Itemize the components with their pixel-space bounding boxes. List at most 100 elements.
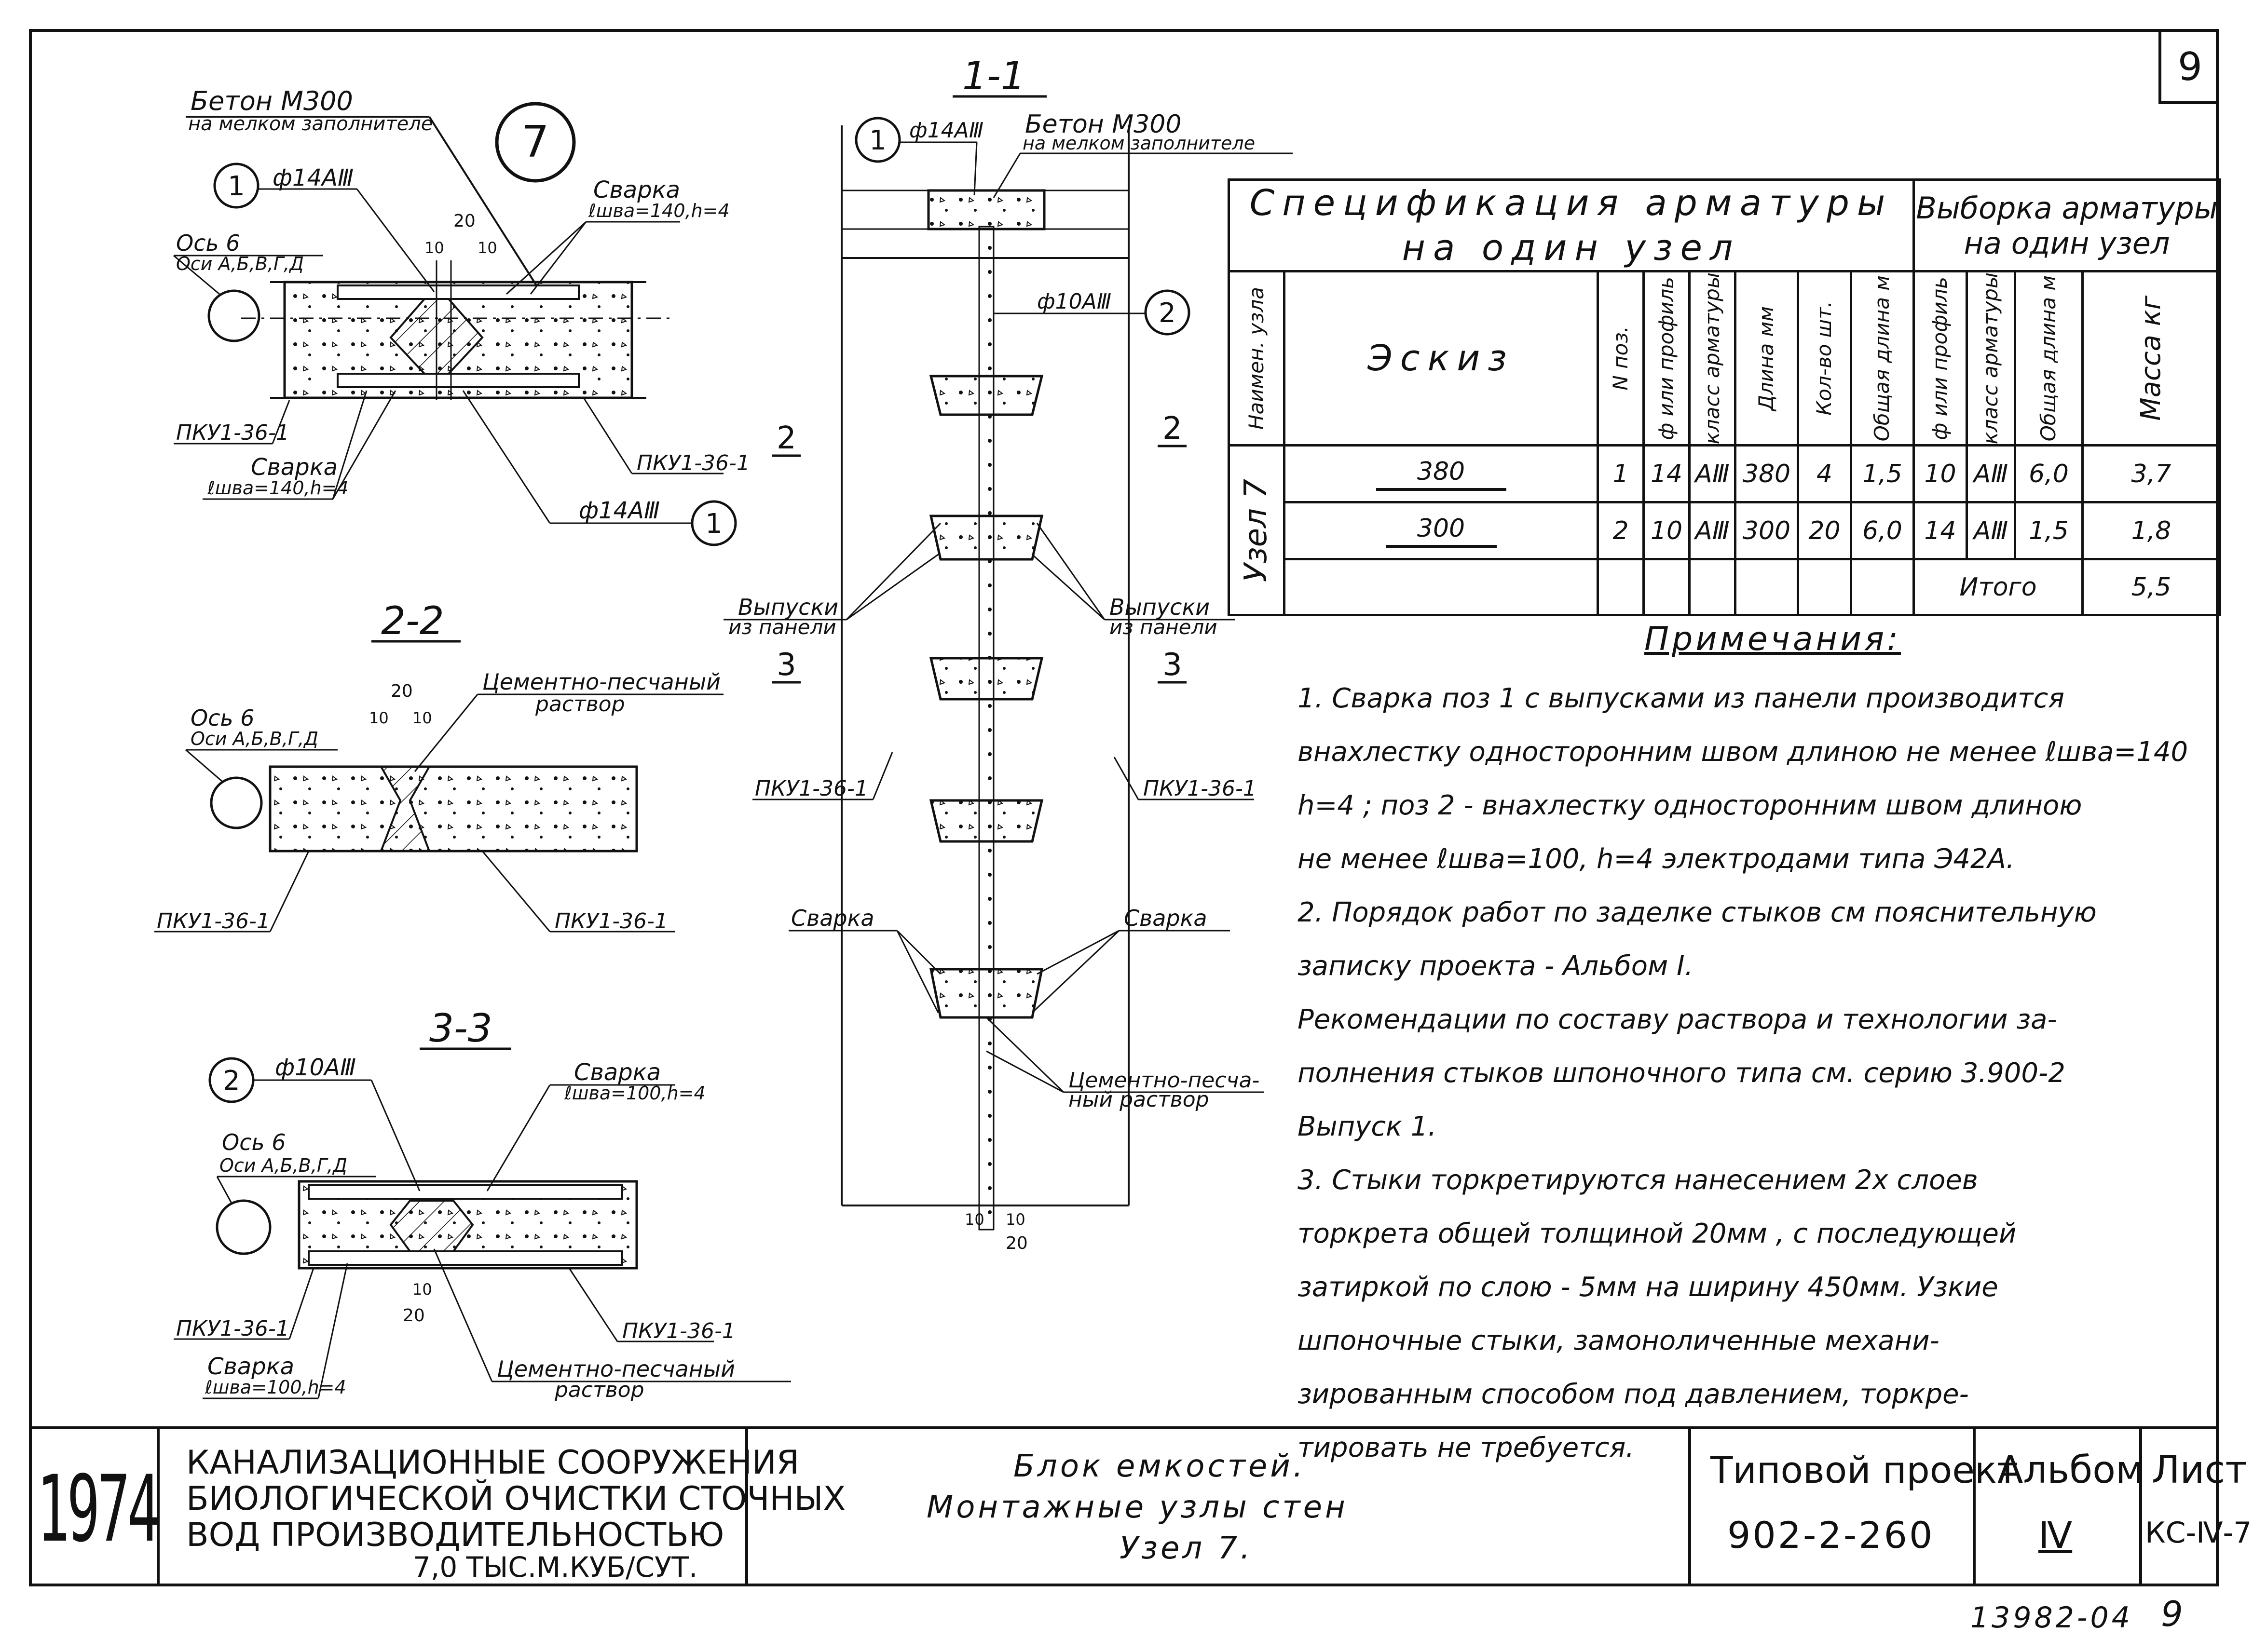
itogo-value: 5,5	[2081, 558, 2222, 617]
svg-text:20: 20	[453, 211, 476, 231]
col-node: Наимен. узла	[1244, 287, 1268, 430]
section-3-3: 3-3 Ось 6 Оси А,Б,В,Г,Д 2 ф10АⅢ Сварка ℓ…	[174, 1006, 791, 1402]
svg-text:Цементно-песчаный: Цементно-песчаный	[482, 669, 721, 695]
drawing-name: Узел 7.	[1120, 1530, 1253, 1566]
svg-text:ℓшва=100,h=4: ℓшва=100,h=4	[205, 1377, 346, 1398]
svg-text:Выпуски: Выпуски	[738, 594, 838, 620]
axis-label: Ось 6	[176, 230, 240, 256]
svg-text:1: 1	[228, 171, 245, 202]
svg-text:ф14АⅢ: ф14АⅢ	[909, 118, 983, 143]
note-line: записку проекта - Альбом Ⅰ.	[1297, 950, 1693, 982]
org-line: ВОД ПРОИЗВОДИТЕЛЬНОСТЬЮ	[186, 1516, 724, 1554]
svg-text:3: 3	[1162, 647, 1182, 683]
note-line: шпоночные стыки, замоноличенные механи-	[1297, 1325, 1939, 1356]
itogo-label: Итого	[1912, 558, 2084, 617]
svg-text:ПКУ1-36-1: ПКУ1-36-1	[622, 1319, 736, 1343]
svg-text:Сварка: Сварка	[791, 905, 874, 931]
note-line: тировать не требуется.	[1297, 1432, 1635, 1463]
table-row-total: Итого 5,5	[1229, 558, 2222, 617]
svg-text:10: 10	[965, 1210, 984, 1229]
section-1-1-title: 1-1	[962, 54, 1025, 98]
svg-text:2: 2	[777, 420, 796, 456]
svg-text:на мелком заполнителе: на мелком заполнителе	[1023, 133, 1255, 154]
svg-text:20: 20	[403, 1306, 425, 1326]
axes-label: Оси А,Б,В,Г,Д	[176, 253, 304, 274]
svg-text:Выпуски: Выпуски	[1109, 594, 1210, 620]
svg-text:3: 3	[777, 647, 796, 683]
note-line: зированным способом под давлением, торкр…	[1297, 1379, 1969, 1410]
drawing-name: Монтажные узлы стен	[927, 1490, 1348, 1525]
archive-code: 13982-04	[1970, 1601, 2133, 1635]
svg-text:Сварка: Сварка	[251, 454, 338, 481]
svg-text:10: 10	[412, 709, 432, 727]
note-line: h=4 ; поз 2 - внахлестку односторонним ш…	[1297, 790, 2082, 821]
section-3-3-title: 3-3	[429, 1006, 492, 1051]
svg-text:Цементно-песча-: Цементно-песча-	[1068, 1068, 1259, 1093]
note-line: Рекомендации по составу раствора и техно…	[1297, 1004, 2057, 1035]
svg-text:Ось 6: Ось 6	[222, 1129, 286, 1155]
title-block: 1974 КАНАЛИЗАЦИОННЫЕ СООРУЖЕНИЯ БИОЛОГИЧ…	[32, 1426, 2252, 1586]
note-line: 2. Порядок работ по заделке стыков см по…	[1297, 897, 2097, 928]
svg-text:ПКУ1-36-1: ПКУ1-36-1	[176, 1316, 289, 1341]
note-line: 3. Стыки торкретируются нанесением 2х сл…	[1297, 1165, 1978, 1196]
sheet-code: КС-Ⅳ-7	[2145, 1516, 2252, 1550]
svg-text:1: 1	[705, 508, 723, 540]
spec-table: Спецификация арматуры на один узел Выбор…	[1228, 178, 2222, 617]
sheet-number: 9	[2158, 32, 2219, 104]
svg-text:1: 1	[869, 125, 887, 156]
section-2-2-title: 2-2	[381, 598, 444, 643]
beton-label: Бетон М300	[191, 86, 353, 116]
album-number: Ⅳ	[2038, 1514, 2073, 1557]
svg-text:Оси А,Б,В,Г,Д: Оси А,Б,В,Г,Д	[191, 728, 318, 749]
sheet-label: Лист	[2152, 1449, 2247, 1492]
svg-text:Цементно-песчаный: Цементно-песчаный	[497, 1356, 735, 1382]
node-marker-circle	[495, 102, 576, 183]
note-line: не менее ℓшва=100, h=4 электродами типа …	[1297, 843, 2015, 875]
svg-text:Ось 6: Ось 6	[191, 705, 255, 731]
svg-text:Сварка: Сварка	[593, 176, 680, 203]
svg-text:ПКУ1-36-1: ПКУ1-36-1	[1143, 776, 1256, 801]
table-row: 300 2 10 АⅢ 300 20 6,0 14 АⅢ 1,5 1,8	[1229, 501, 2222, 561]
svg-text:ПКУ1-36-1: ПКУ1-36-1	[157, 909, 270, 934]
svg-text:20: 20	[391, 681, 413, 701]
svg-text:Сварка: Сварка	[1124, 905, 1207, 931]
org-line: КАНАЛИЗАЦИОННЫЕ СООРУЖЕНИЯ	[186, 1444, 800, 1482]
col-sketch: Эскиз	[1283, 270, 1599, 447]
node-marker-label: 7	[521, 117, 549, 167]
footer-page: 9	[2161, 1594, 2183, 1634]
svg-text:раствор: раствор	[535, 692, 625, 717]
album-label: Альбом	[1997, 1449, 2144, 1492]
note-line: Выпуск 1.	[1297, 1111, 1437, 1142]
org-line: БИОЛОГИЧЕСКОЙ ОЧИСТКИ СТОЧНЫХ	[186, 1480, 846, 1518]
project-number: 902-2-260	[1727, 1514, 1935, 1557]
drawing-name: Блок емкостей.	[1013, 1449, 1306, 1484]
section-2-2: 2-2 Ось 6 Оси А,Б,В,Г,Д 20 10 10 Цементн…	[154, 598, 724, 934]
drawing-frame	[29, 29, 2219, 1586]
svg-text:ный раствор: ный раствор	[1068, 1087, 1209, 1112]
svg-text:2: 2	[223, 1065, 240, 1097]
svg-text:2: 2	[1162, 411, 1182, 447]
svg-text:2: 2	[1159, 298, 1176, 329]
notes-heading: Примечания:	[1644, 620, 1901, 658]
spec-title: Спецификация арматуры на один узел	[1228, 178, 1915, 272]
svg-text:ℓшва=140,h=4: ℓшва=140,h=4	[588, 200, 730, 221]
svg-text:ф10АⅢ: ф10АⅢ	[1037, 289, 1111, 314]
notes: Примечания: 1. Сварка поз 1 с выпусками …	[1297, 612, 2209, 1475]
note-line: 1. Сварка поз 1 с выпусками из панели пр…	[1297, 683, 2064, 714]
detail-7-plan: 7 Бетон М300 на мелком заполнителе Ось 6…	[173, 86, 750, 546]
svg-text:ф10АⅢ: ф10АⅢ	[275, 1054, 356, 1081]
org-line: 7,0 ТЫС.М.КУБ/СУТ.	[413, 1551, 698, 1584]
svg-text:ПКУ1-36-1: ПКУ1-36-1	[755, 776, 868, 801]
svg-text:10: 10	[478, 239, 497, 257]
svg-text:10: 10	[369, 709, 389, 727]
svg-text:ℓшва=140,h=4: ℓшва=140,h=4	[207, 477, 349, 499]
table-row: Узел 7 380 1 14 АⅢ 380 4 1,5 10 АⅢ 6,0 3…	[1228, 444, 2222, 617]
project-label: Типовой проект	[1710, 1449, 2019, 1491]
node-name: Узел 7	[1238, 478, 1274, 582]
note-line: затиркой по слою - 5мм на ширину 450мм. …	[1297, 1272, 1998, 1303]
svg-text:ф14АⅢ: ф14АⅢ	[579, 497, 660, 524]
year: 1974	[37, 1456, 161, 1562]
svg-text:10: 10	[424, 239, 444, 257]
svg-text:10: 10	[412, 1280, 432, 1299]
note-line: торкрета общей толщиной 20мм , с последу…	[1297, 1218, 2017, 1249]
